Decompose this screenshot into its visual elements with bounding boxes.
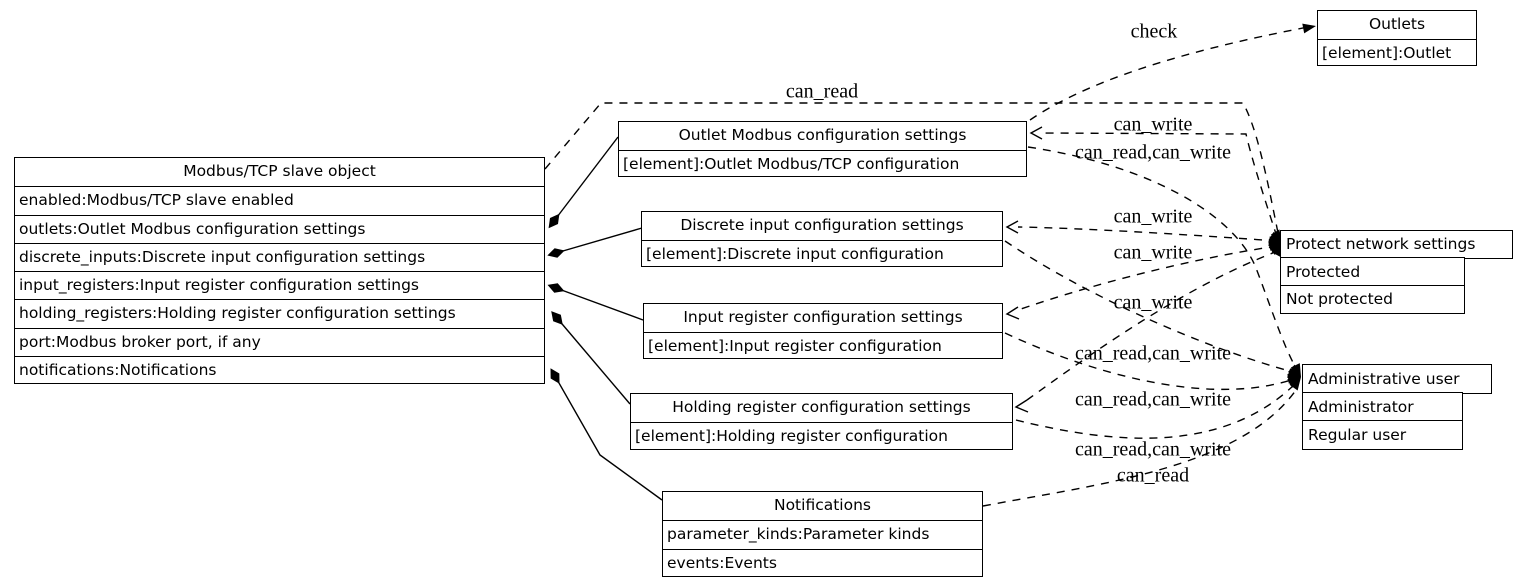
edge-label-can-write-holdingreg: can_write	[1113, 291, 1193, 314]
field-events: events:Events	[663, 548, 982, 577]
node-notifications: Notifications parameter_kinds:Parameter …	[662, 491, 983, 577]
arrowhead-burst-admin-icon	[1287, 363, 1301, 391]
node-outlets: Outlets [element]:Outlet	[1317, 10, 1477, 66]
composition-diamonds-icon	[547, 213, 565, 384]
field-input-register-element: [element]:Input register configuration	[644, 332, 1002, 360]
node-discrete-input-title: Discrete input configuration settings	[680, 216, 964, 234]
edge-canwrite-inputreg-line	[1017, 245, 1278, 311]
arrowhead-outlets-icon	[1302, 23, 1316, 34]
edge-canwrite-discrete-line	[1017, 226, 1278, 242]
edge-label-can-write-outlet-modbus: can_write	[1113, 113, 1193, 136]
vee-arrowheads	[1005, 126, 1043, 413]
edge-canread-notifications-admin-line	[982, 389, 1297, 507]
field-input-registers: input_registers:Input register configura…	[15, 271, 544, 299]
node-holding-register-title: Holding register configuration settings	[672, 398, 971, 416]
edge-discrete-line	[555, 227, 643, 254]
field-outlet-modbus-element: [element]:Outlet Modbus/TCP configuratio…	[619, 150, 1026, 178]
arrowhead-burst-protect-icon	[1268, 229, 1282, 257]
field-outlets: outlets:Outlet Modbus configuration sett…	[15, 214, 544, 243]
vee-arrow-holdingreg-icon	[1014, 399, 1029, 413]
dashed-edges	[544, 26, 1309, 507]
field-port: port:Modbus broker port, if any	[15, 327, 544, 356]
node-notifications-title: Notifications	[773, 496, 871, 514]
edge-label-can-write-discrete: can_write	[1113, 205, 1193, 228]
edge-label-crcw-outlet-modbus: can_read,can_write	[1074, 141, 1232, 164]
field-holding-register-element: [element]:Holding register configuration	[631, 422, 1012, 450]
node-outlet-modbus: Outlet Modbus configuration settings [el…	[618, 121, 1027, 177]
vee-arrow-discrete-icon	[1005, 220, 1019, 234]
node-admin-user-row-administrator: Administrator	[1302, 392, 1463, 422]
edge-canread-top-line	[544, 102, 1279, 234]
node-modbus-slave: Modbus/TCP slave object enabled:Modbus/T…	[14, 157, 545, 384]
edge-holdingreg-line	[556, 317, 631, 405]
node-admin-user-title: Administrative user	[1302, 364, 1492, 394]
edge-label-can-read-notifications: can_read	[1116, 464, 1190, 487]
edge-label-can-write-inputreg: can_write	[1113, 241, 1193, 264]
field-enabled: enabled:Modbus/TCP slave enabled	[15, 186, 544, 214]
node-input-register-title: Input register configuration settings	[683, 308, 963, 326]
field-parameter-kinds: parameter_kinds:Parameter kinds	[663, 520, 982, 548]
node-holding-register: Holding register configuration settings …	[630, 393, 1013, 450]
edge-outlets-line	[553, 136, 619, 222]
edge-canwrite-outletmodbus-line	[1041, 132, 1278, 238]
node-outlet-modbus-title: Outlet Modbus configuration settings	[678, 126, 967, 144]
field-notifications: notifications:Notifications	[15, 356, 544, 384]
node-admin-user-row-regular-user: Regular user	[1302, 420, 1463, 450]
node-protect-network-title: Protect network settings	[1280, 230, 1513, 259]
vee-arrow-inputreg-icon	[1005, 306, 1020, 320]
node-modbus-slave-title: Modbus/TCP slave object	[183, 162, 376, 180]
node-discrete-input: Discrete input configuration settings [e…	[641, 211, 1003, 267]
edge-label-crcw-inputreg: can_read,can_write	[1074, 388, 1232, 411]
edge-label-can-read-top: can_read	[785, 80, 859, 103]
edge-inputreg-line	[555, 287, 644, 321]
solid-arrowheads	[547, 23, 1316, 391]
composition-edges	[553, 136, 663, 501]
node-input-register: Input register configuration settings [e…	[643, 303, 1003, 359]
edge-label-crcw-discrete: can_read,can_write	[1074, 342, 1232, 365]
field-outlets-element: [element]:Outlet	[1318, 39, 1476, 67]
edge-crcw-holdingreg-admin-line	[1015, 383, 1296, 439]
field-holding-registers: holding_registers:Holding register confi…	[15, 299, 544, 327]
field-discrete-input-element: [element]:Discrete input configuration	[642, 240, 1002, 268]
field-discrete-inputs: discrete_inputs:Discrete input configura…	[15, 242, 544, 271]
edge-crcw-outletmodbus-admin-line	[1027, 146, 1297, 369]
edge-canwrite-holdingreg-line	[1026, 250, 1279, 401]
node-protect-network-row-protected: Protected	[1280, 257, 1465, 286]
vee-arrow-outletmodbus-icon	[1029, 126, 1043, 140]
edge-notifications-line	[554, 375, 663, 501]
node-protect-network-row-not-protected: Not protected	[1280, 284, 1465, 314]
edge-label-crcw-holdingreg: can_read,can_write	[1074, 438, 1232, 461]
node-outlets-title: Outlets	[1368, 15, 1426, 33]
edge-label-check: check	[1130, 20, 1178, 43]
